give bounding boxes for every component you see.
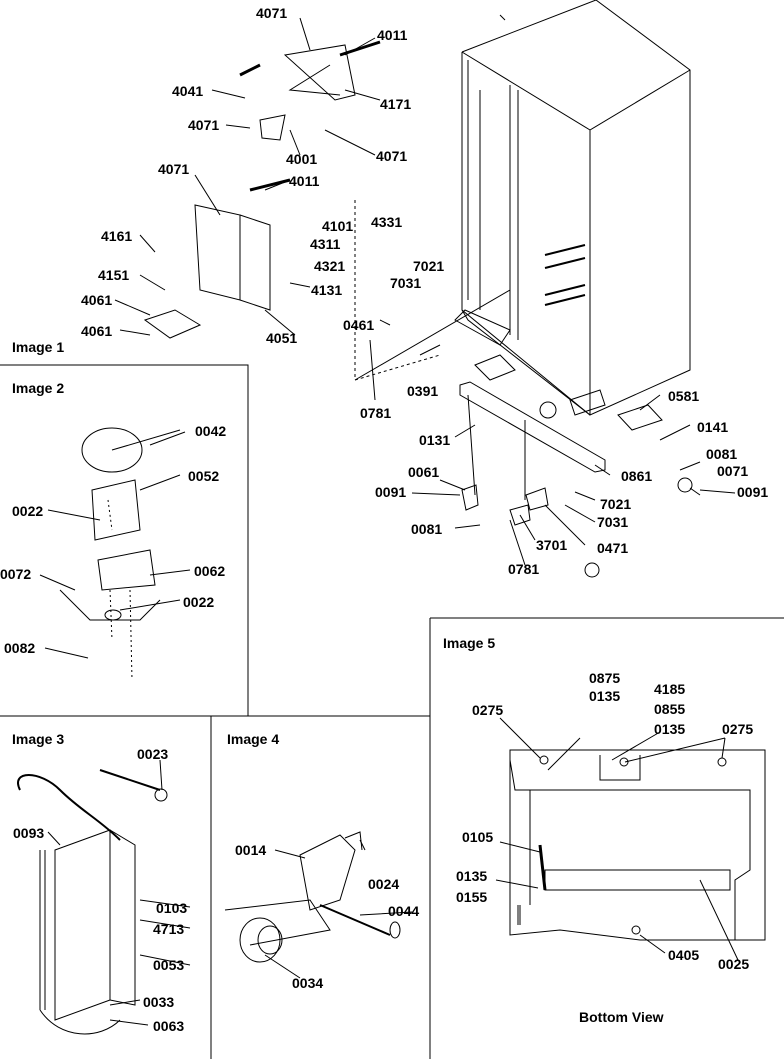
part-label: 7031 (390, 275, 422, 291)
part-label: 0034 (292, 975, 324, 991)
part-label: 0461 (343, 317, 375, 333)
part-label: 4185 (654, 681, 686, 697)
part-label: 0875 (589, 670, 621, 686)
part-label: 0023 (137, 746, 169, 762)
part-label: 0014 (235, 842, 267, 858)
part-label: 4061 (81, 292, 113, 308)
panel-title-image4: Image 4 (227, 731, 280, 747)
part-label: 4051 (266, 330, 298, 346)
part-label: 0471 (597, 540, 629, 556)
part-label: 4041 (172, 83, 204, 99)
part-label: 0405 (668, 947, 700, 963)
part-label: 0135 (589, 688, 621, 704)
part-label: 4001 (286, 151, 318, 167)
part-label: 4101 (322, 218, 354, 234)
part-label: 0091 (375, 484, 407, 500)
part-label: 4071 (256, 5, 288, 21)
part-label: 0391 (407, 383, 439, 399)
part-label: 0082 (4, 640, 36, 656)
part-label: 4161 (101, 228, 133, 244)
part-label: 0275 (472, 702, 504, 718)
panel-title-image1: Image 1 (12, 339, 65, 355)
part-label: 0042 (195, 423, 227, 439)
part-label: 4011 (377, 27, 408, 43)
part-label: 4061 (81, 323, 113, 339)
part-label: 4131 (311, 282, 343, 298)
part-label: 0062 (194, 563, 226, 579)
part-label: 4311 (310, 236, 341, 252)
part-label: 0033 (143, 994, 175, 1010)
panel-title-image3: Image 3 (12, 731, 65, 747)
part-label: 0025 (718, 956, 750, 972)
part-label: 0093 (13, 825, 45, 841)
part-label: 0063 (153, 1018, 185, 1034)
part-label: 0105 (462, 829, 494, 845)
part-label: 0781 (360, 405, 392, 421)
part-label: 7031 (597, 514, 629, 530)
part-label: 4151 (98, 267, 130, 283)
part-label: 0155 (456, 889, 488, 905)
part-label: 0131 (419, 432, 451, 448)
panel-title-image5: Image 5 (443, 635, 496, 651)
part-label: 4071 (158, 161, 190, 177)
bottom-view-caption: Bottom View (579, 1009, 664, 1025)
part-label: 0861 (621, 468, 653, 484)
part-label: 0044 (388, 903, 420, 919)
part-label: 0103 (156, 900, 188, 916)
part-label: 0275 (722, 721, 754, 737)
part-label: 0022 (183, 594, 215, 610)
part-label: 7021 (413, 258, 445, 274)
part-label: 0135 (456, 868, 488, 884)
part-label: 4171 (380, 96, 412, 112)
part-label: 0135 (654, 721, 686, 737)
part-label: 4071 (376, 148, 408, 164)
part-label: 0091 (737, 484, 769, 500)
part-label: 0024 (368, 876, 400, 892)
part-label: 0022 (12, 503, 44, 519)
part-label: 0855 (654, 701, 686, 717)
part-label: 0141 (697, 419, 729, 435)
part-label: 7021 (600, 496, 632, 512)
part-label: 4071 (188, 117, 220, 133)
part-label: 0081 (411, 521, 443, 537)
part-label: 0061 (408, 464, 440, 480)
part-label: 0052 (188, 468, 220, 484)
part-label: 3701 (536, 537, 568, 553)
part-label: 0081 (706, 446, 738, 462)
part-label: 0072 (0, 566, 32, 582)
part-label: 4713 (153, 921, 185, 937)
part-label: 4321 (314, 258, 346, 274)
part-label: 0071 (717, 463, 749, 479)
part-label: 0581 (668, 388, 700, 404)
part-label: 0781 (508, 561, 540, 577)
part-label: 4011 (289, 173, 320, 189)
part-label: 4331 (371, 214, 403, 230)
part-label: 0053 (153, 957, 185, 973)
panel-title-image2: Image 2 (12, 380, 65, 396)
